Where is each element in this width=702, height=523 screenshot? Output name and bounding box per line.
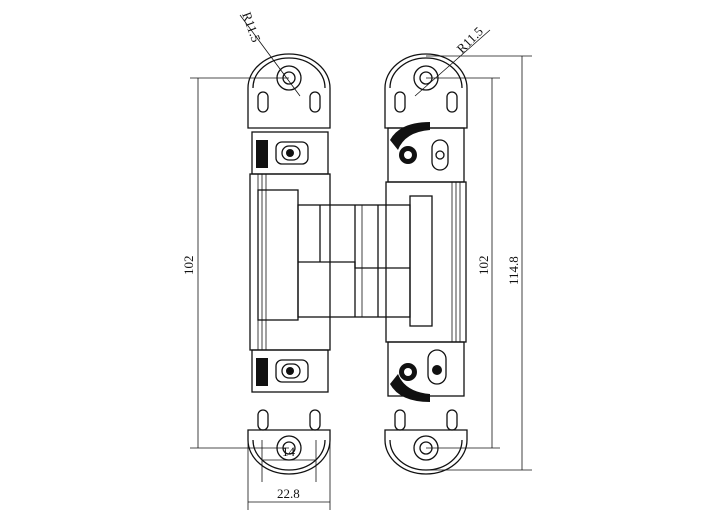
height-label-right: 102 [476,256,491,276]
hole-spacing-label: 14 [282,444,296,459]
radius-label-left: R11.5 [239,10,264,44]
hinge-center-links [297,204,411,318]
overall-height-label: 114.8 [506,256,521,285]
plate-width-label: 22.8 [277,486,300,501]
radius-label-right: R11.5 [454,24,486,56]
left-hinge-plate [247,53,331,475]
right-hinge-plate [384,53,468,475]
dimension-lines [190,14,532,510]
height-label-left: 102 [181,256,196,276]
